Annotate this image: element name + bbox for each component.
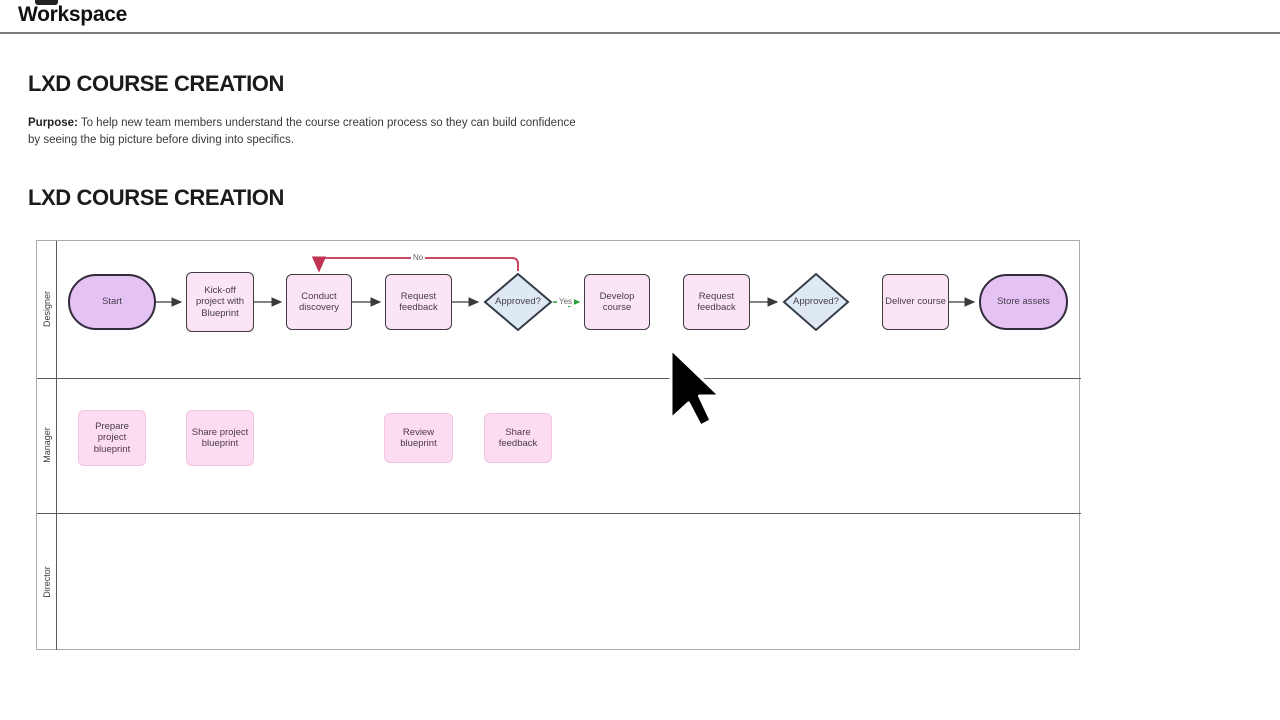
node-kickoff-project[interactable]: Kick-off project with Blueprint [186, 272, 254, 332]
header-divider [0, 32, 1280, 34]
node-start[interactable]: Start [68, 274, 156, 330]
node-review-blueprint[interactable]: Review blueprint [384, 413, 453, 463]
purpose-paragraph: Purpose: To help new team members unders… [28, 115, 576, 148]
node-approved-2[interactable]: Approved? [782, 272, 850, 332]
node-approved-1[interactable]: Approved? [483, 272, 553, 332]
node-share-feedback[interactable]: Share feedback [484, 413, 552, 463]
purpose-text: To help new team members understand the … [28, 117, 576, 146]
node-conduct-discovery[interactable]: Conduct discovery [286, 274, 352, 330]
page-title: LXD COURSE CREATION [28, 71, 285, 96]
purpose-label: Purpose: [28, 117, 78, 129]
truncated-ui-element [35, 0, 58, 5]
node-request-feedback-2[interactable]: Request feedback [683, 274, 750, 330]
node-store-assets[interactable]: Store assets [979, 274, 1068, 330]
diagram-title: LXD COURSE CREATION [28, 185, 285, 210]
node-deliver-course[interactable]: Deliver course [882, 274, 949, 330]
node-prepare-project-blueprint[interactable]: Prepare project blueprint [78, 410, 146, 466]
diamond-shape [483, 272, 553, 332]
swimlane-diagram: Designer Manager Director No Yes Start K… [36, 240, 1081, 650]
node-develop-course[interactable]: Develop course [584, 274, 650, 330]
lane-label-column [37, 241, 57, 650]
lane-manager [37, 378, 1081, 513]
decision-label: Approved? [495, 296, 541, 308]
edge-label-yes: Yes [557, 297, 575, 306]
lane-director [37, 513, 1081, 650]
decision-label: Approved? [793, 296, 839, 308]
diamond-shape [782, 272, 850, 332]
workspace-title: Workspace [18, 3, 127, 26]
mouse-cursor [669, 347, 722, 428]
node-share-project-blueprint[interactable]: Share project blueprint [186, 410, 254, 466]
edge-label-no: No [411, 253, 426, 262]
node-request-feedback-1[interactable]: Request feedback [385, 274, 452, 330]
